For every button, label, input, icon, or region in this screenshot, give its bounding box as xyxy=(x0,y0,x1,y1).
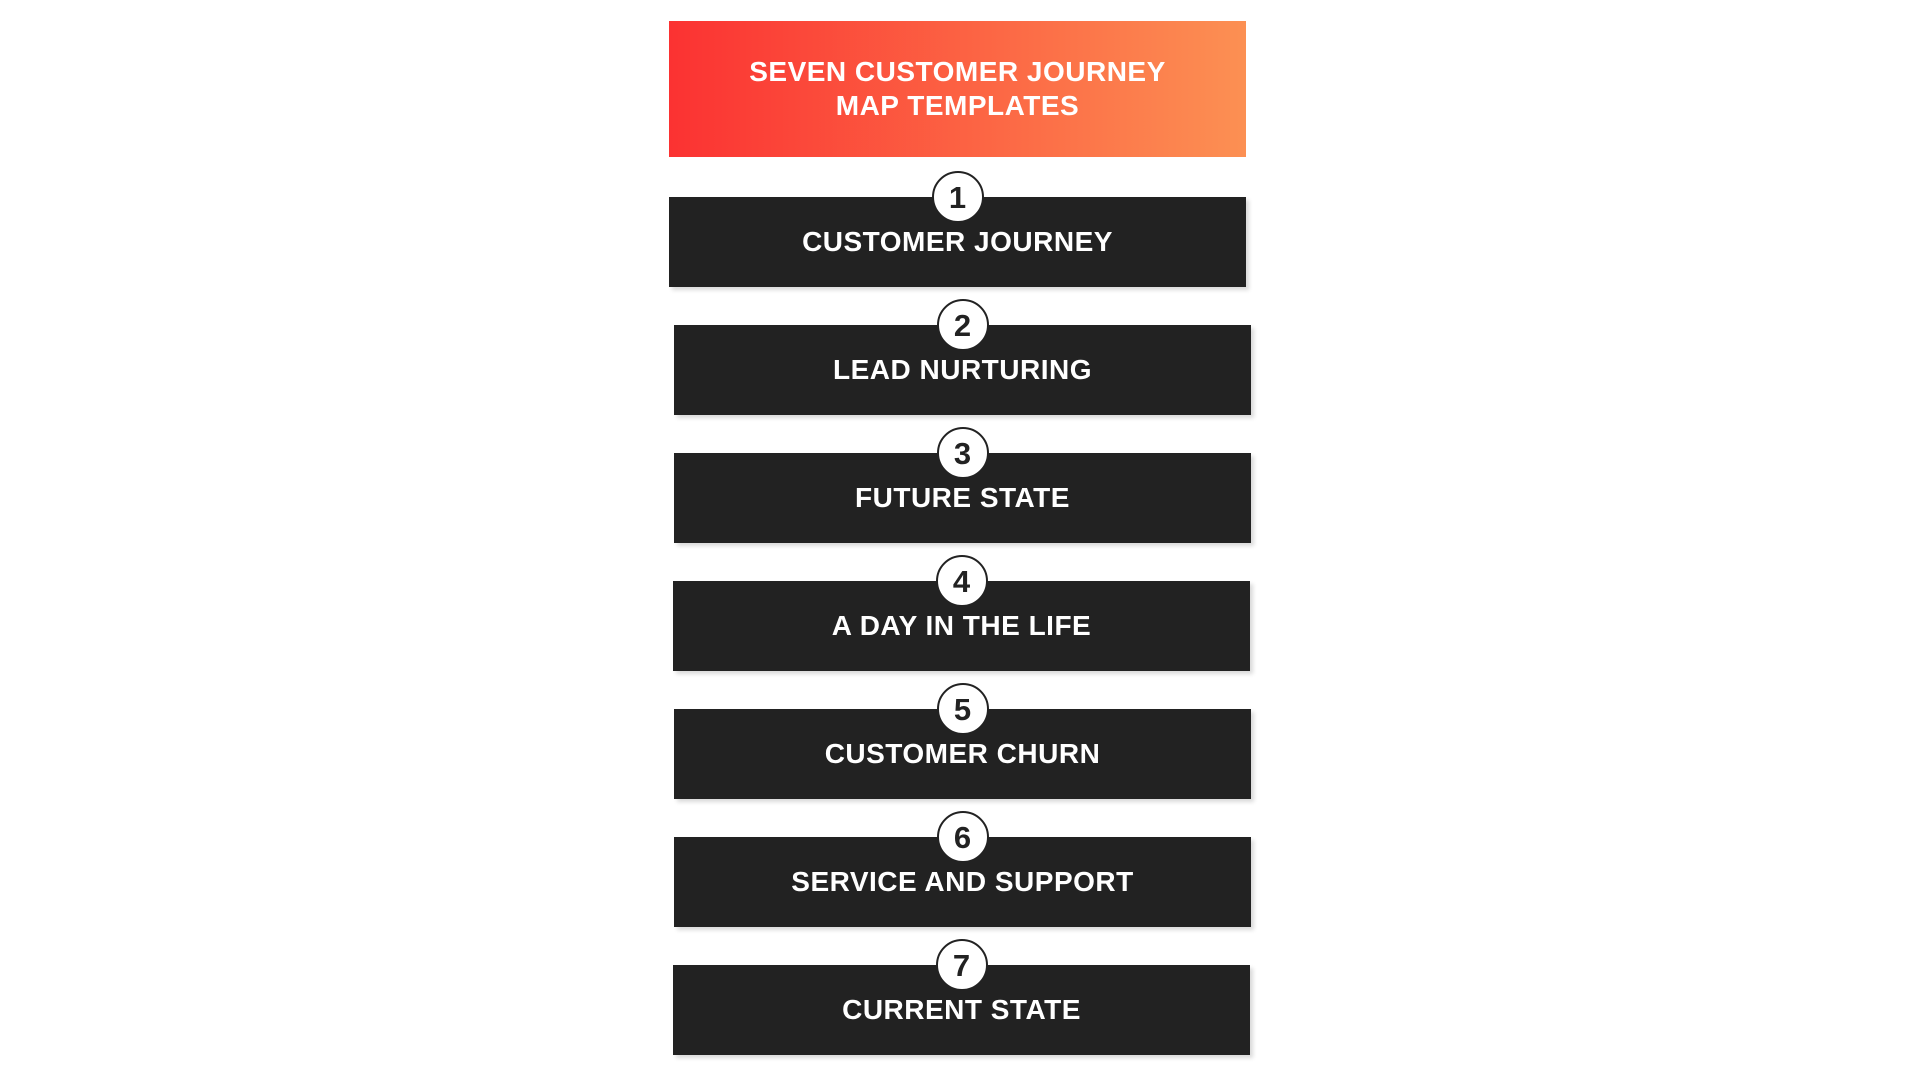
step-number-badge: 3 xyxy=(936,427,989,479)
step-number: 7 xyxy=(952,947,971,983)
step-item-5: CUSTOMER CHURN 5 xyxy=(674,683,1251,799)
step-label: SERVICE AND SUPPORT xyxy=(791,866,1134,897)
step-item-2: LEAD NURTURING 2 xyxy=(674,299,1251,415)
step-item-1: CUSTOMER JOURNEY 1 xyxy=(669,171,1246,287)
step-number: 3 xyxy=(953,435,972,471)
step-item-7: CURRENT STATE 7 xyxy=(673,939,1250,1055)
step-number-badge: 1 xyxy=(931,171,984,223)
step-number: 6 xyxy=(953,819,972,855)
step-item-3: FUTURE STATE 3 xyxy=(674,427,1251,543)
step-item-6: SERVICE AND SUPPORT 6 xyxy=(674,811,1251,927)
step-label: CUSTOMER JOURNEY xyxy=(802,226,1113,257)
step-number: 5 xyxy=(953,691,972,727)
step-number-badge: 6 xyxy=(936,811,989,863)
header-title-line1: SEVEN CUSTOMER JOURNEY xyxy=(749,56,1166,87)
header-banner: SEVEN CUSTOMER JOURNEY MAP TEMPLATES xyxy=(669,21,1246,157)
step-label: FUTURE STATE xyxy=(855,482,1070,513)
step-number: 4 xyxy=(952,563,971,599)
step-number-badge: 7 xyxy=(935,939,988,991)
step-label: CURRENT STATE xyxy=(842,994,1081,1025)
step-number-badge: 5 xyxy=(936,683,989,735)
step-item-4: A DAY IN THE LIFE 4 xyxy=(673,555,1250,671)
step-bar: LEAD NURTURING xyxy=(674,325,1251,415)
step-number: 2 xyxy=(953,307,972,343)
step-number: 1 xyxy=(948,179,967,215)
step-label: LEAD NURTURING xyxy=(833,354,1092,385)
header-title-line2: MAP TEMPLATES xyxy=(835,90,1080,121)
step-label: CUSTOMER CHURN xyxy=(824,738,1101,769)
step-label: A DAY IN THE LIFE xyxy=(831,610,1092,641)
step-number-badge: 4 xyxy=(935,555,988,607)
step-number-badge: 2 xyxy=(936,299,989,351)
step-bar: A DAY IN THE LIFE xyxy=(673,581,1250,671)
